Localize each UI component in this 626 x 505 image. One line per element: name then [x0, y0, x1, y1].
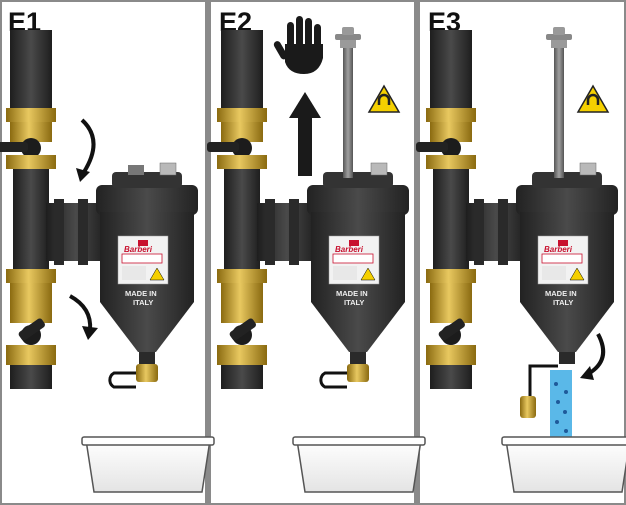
curved-arrow-icon [580, 366, 594, 380]
brand-label: Barberi [335, 245, 364, 254]
water-stream-icon [550, 370, 572, 442]
drain-basin [81, 436, 215, 493]
brand-label: Barberi [124, 245, 153, 254]
made-in-label: MADE IN [545, 289, 577, 298]
made-in-label: ITALY [344, 298, 364, 307]
curved-arrow-icon [82, 326, 98, 340]
curved-arrow-icon [586, 333, 606, 376]
drain-cap [319, 364, 369, 389]
made-in-label: ITALY [133, 298, 153, 307]
brand-label: Barberi [544, 245, 573, 254]
curved-arrow-icon [76, 168, 90, 182]
drain-cap [520, 364, 558, 418]
made-in-label: ITALY [553, 298, 573, 307]
made-in-label: MADE IN [125, 289, 157, 298]
panel-divider [414, 2, 420, 503]
stop-hand-icon [273, 16, 323, 74]
drain-basin [292, 436, 426, 493]
drain-basin [501, 436, 626, 493]
panel-e2: E2 Barberi MADE IN ITALY [206, 7, 426, 493]
curved-arrow-icon [68, 294, 93, 331]
up-arrow-icon [289, 92, 321, 176]
panel-divider [205, 2, 211, 503]
made-in-label: MADE IN [336, 289, 368, 298]
curved-arrow-icon [80, 118, 96, 174]
drain-cap [108, 364, 158, 389]
panel-e1: E1 Barberi MADE IN ITALY [0, 7, 215, 493]
panel-e3: E3 Barberi MADE IN ITALY [415, 7, 626, 493]
